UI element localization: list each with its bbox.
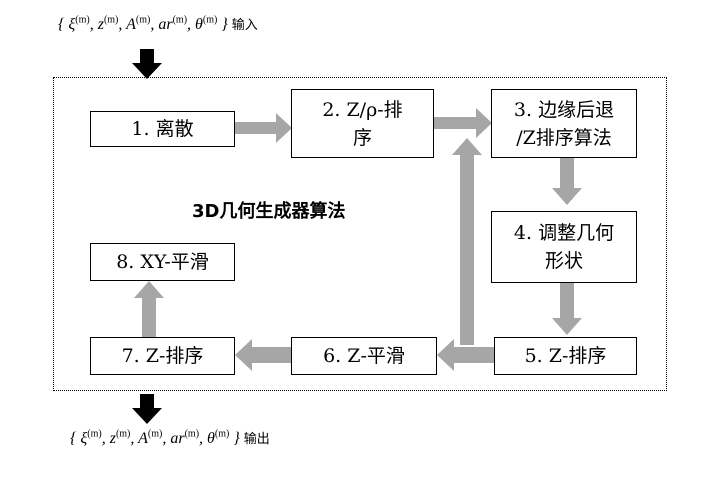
input-formula: { ξ(m), z(m), A(m), ar(m), θ(m) } 输入 — [58, 14, 258, 34]
step-5-label: 5. Z-排序 — [524, 345, 607, 367]
step-3-box: 3. 边缘后退 /Z排序算法 — [491, 89, 637, 158]
step-1-label: 1. 离散 — [131, 118, 194, 140]
arrow-2-to-3 — [433, 108, 492, 138]
step-2-label-line2: 序 — [352, 126, 372, 149]
step-1-box: 1. 离散 — [90, 111, 235, 147]
step-7-label: 7. Z-排序 — [121, 345, 204, 367]
step-4-label-line1: 4. 调整几何 — [513, 222, 615, 244]
step-3-label-line2: /Z排序算法 — [516, 126, 612, 149]
arrow-7-to-8 — [134, 281, 164, 337]
step-2-label-line1: 2. Z/ρ-排 — [322, 98, 403, 121]
step-8-box: 8. XY-平滑 — [90, 243, 235, 281]
step-5-box: 5. Z-排序 — [494, 337, 637, 375]
step-4-box: 4. 调整几何 形状 — [491, 211, 637, 283]
arrow-3-to-4 — [552, 156, 582, 205]
arrow-5-to-6 — [437, 339, 494, 371]
step-7-box: 7. Z-排序 — [90, 337, 235, 375]
step-6-box: 6. Z-平滑 — [291, 337, 437, 375]
output-label: 输出 — [243, 432, 270, 447]
output-formula: { ξ(m), z(m), A(m), ar(m), θ(m) } 输出 — [70, 428, 270, 448]
input-formula-text: { ξ(m), z(m), A(m), ar(m), θ(m) } — [58, 14, 228, 33]
output-arrow — [132, 394, 162, 424]
step-2-box: 2. Z/ρ-排 序 — [291, 89, 434, 158]
step-6-label: 6. Z-平滑 — [323, 345, 405, 367]
input-label: 输入 — [231, 18, 258, 33]
input-arrow — [132, 49, 162, 79]
step-4-label-line2: 形状 — [544, 250, 583, 272]
arrow-5-to-3 — [452, 138, 482, 345]
arrow-6-to-7 — [235, 339, 292, 371]
arrow-1-to-2 — [234, 113, 292, 143]
diagram-title: 3D几何生成器算法 — [192, 201, 346, 222]
arrow-4-to-5 — [552, 283, 582, 335]
step-3-label-line1: 3. 边缘后退 — [513, 98, 615, 121]
output-formula-text: { ξ(m), z(m), A(m), ar(m), θ(m) } — [70, 428, 240, 447]
step-8-label: 8. XY-平滑 — [116, 251, 209, 273]
algorithm-frame — [53, 77, 667, 391]
